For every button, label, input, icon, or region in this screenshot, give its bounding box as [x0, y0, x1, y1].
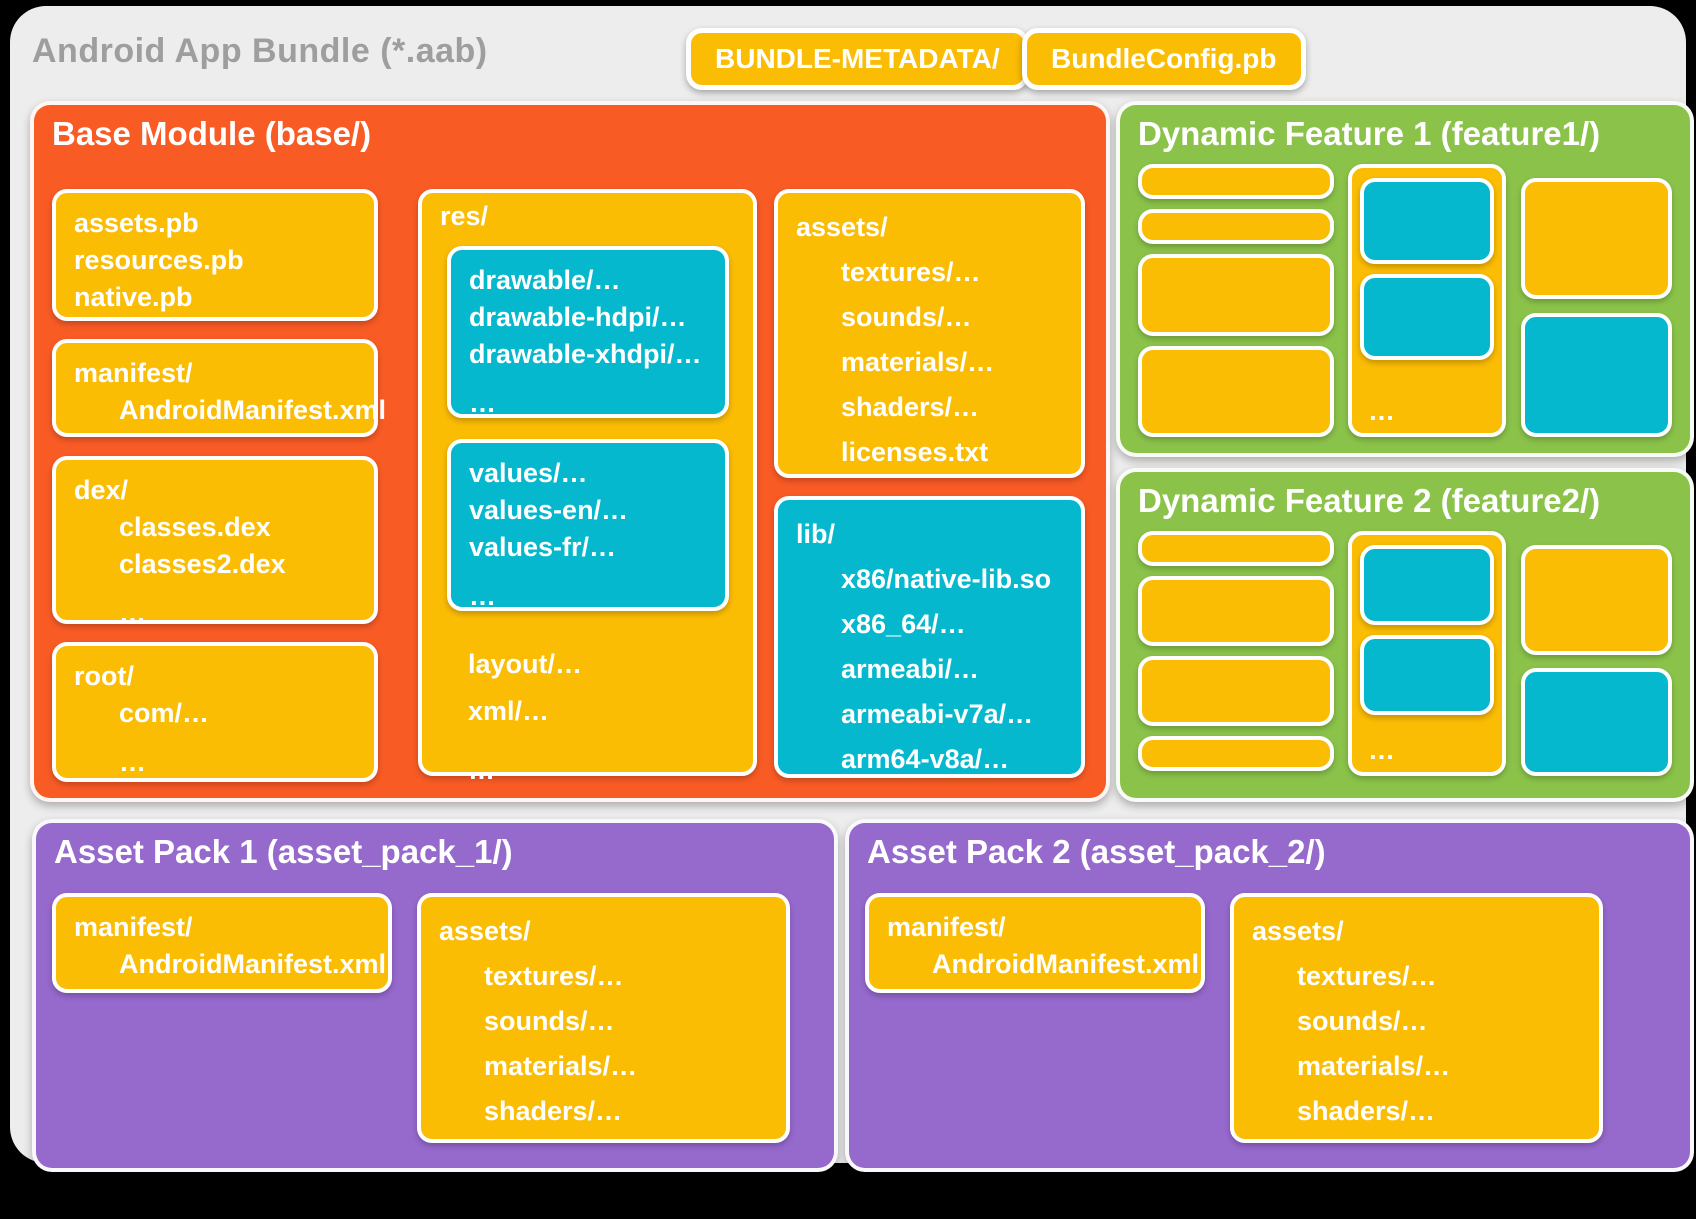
- line: assets.pb: [74, 208, 199, 238]
- line: native.pb: [74, 282, 193, 312]
- line: armeabi-v7a/…: [841, 699, 1034, 729]
- feature-file-box: [1138, 576, 1334, 646]
- base-module: Base Module (base/) assets.pb resources.p…: [30, 101, 1110, 802]
- feature-res-group-box: [1360, 178, 1494, 264]
- line: armeabi/…: [841, 654, 980, 684]
- line: sounds/…: [484, 1006, 615, 1036]
- feature-res-ellipsis: …: [1368, 396, 1395, 426]
- line: manifest/: [887, 912, 1006, 942]
- line: x86_64/…: [841, 609, 966, 639]
- asset-pack-assets-box: assets/textures/… sounds/… materials/… shad…: [417, 893, 790, 1143]
- res-values-group: values/… values-en/… values-fr/… …: [447, 439, 729, 611]
- asset-pack-manifest-box: manifest/AndroidManifest.xml: [865, 893, 1205, 993]
- line: shaders/…: [1297, 1096, 1436, 1126]
- line: AndroidManifest.xml: [119, 949, 387, 979]
- line: …: [469, 388, 496, 418]
- feature-lib-box: [1521, 313, 1672, 437]
- feature-res-group-box: [1360, 545, 1494, 625]
- line: resources.pb: [74, 245, 244, 275]
- line: values/…: [469, 458, 588, 488]
- feature-res-ellipsis: …: [1368, 735, 1395, 765]
- feature-assets-box: [1521, 178, 1672, 299]
- line: AndroidManifest.xml: [932, 949, 1200, 979]
- line: materials/…: [841, 347, 995, 377]
- bundle-config-pill: BundleConfig.pb: [1022, 28, 1306, 90]
- line: manifest/: [74, 912, 193, 942]
- line: textures/…: [841, 257, 981, 287]
- dynamic-feature-2: Dynamic Feature 2 (feature2/) …: [1116, 468, 1694, 802]
- diagram-card: Android App Bundle (*.aab) BUNDLE-METADA…: [10, 6, 1694, 1172]
- line: assets/: [439, 916, 531, 946]
- line: drawable-xhdpi/…: [469, 339, 702, 369]
- feature-file-pill: [1138, 531, 1334, 566]
- res-label: res/: [440, 201, 489, 231]
- line: drawable-hdpi/…: [469, 302, 687, 332]
- line: xml/…: [468, 696, 550, 726]
- asset-pack-manifest-box: manifest/AndroidManifest.xml: [52, 893, 392, 993]
- asset-pack-2: Asset Pack 2 (asset_pack_2/) manifest/An…: [845, 819, 1694, 1172]
- line: dex/: [74, 475, 129, 505]
- line: materials/…: [484, 1051, 638, 1081]
- feature-file-box: [1138, 254, 1334, 336]
- line: classes2.dex: [119, 549, 286, 579]
- line: x86/native-lib.so: [841, 564, 1052, 594]
- base-assets-box: assets/textures/… sounds/… materials/… shad…: [774, 189, 1085, 478]
- line: shaders/…: [484, 1096, 623, 1126]
- base-manifest-box: manifest/AndroidManifest.xml: [52, 339, 387, 437]
- feature-file-box: [1138, 346, 1334, 437]
- dynamic-feature-2-title: Dynamic Feature 2 (feature2/): [1138, 482, 1601, 519]
- feature-file-pill: [1138, 164, 1334, 199]
- dynamic-feature-1: Dynamic Feature 1 (feature1/) …: [1116, 101, 1694, 457]
- line: sounds/…: [1297, 1006, 1428, 1036]
- res-drawable-group: drawable/… drawable-hdpi/… drawable-xhdpi/…: [447, 246, 729, 418]
- line: values-en/…: [469, 495, 629, 525]
- line: …: [119, 747, 146, 777]
- line: …: [469, 581, 496, 611]
- line: layout/…: [468, 649, 583, 679]
- res-tail-list: layout/… xml/… …: [468, 641, 582, 794]
- line: shaders/…: [841, 392, 980, 422]
- base-res-box: res/ drawable/… drawable-hdpi/… drawable-x…: [418, 189, 757, 785]
- line: …: [468, 755, 495, 785]
- base-root-box: root/com/… …: [52, 642, 378, 782]
- feature-file-pill: [1138, 209, 1334, 244]
- feature-res-group-box: [1360, 274, 1494, 360]
- feature-lib-box: [1521, 668, 1672, 776]
- line: lib/: [796, 519, 835, 549]
- base-protobuf-box: assets.pb resources.pb native.pb: [52, 189, 378, 321]
- line: textures/…: [1297, 961, 1437, 991]
- line: licenses.txt: [841, 437, 989, 467]
- page-title: Android App Bundle (*.aab): [32, 32, 488, 70]
- base-lib-box: lib/x86/native-lib.so x86_64/… armeabi/… ar…: [774, 496, 1085, 778]
- line: assets/: [1252, 916, 1344, 946]
- base-dex-box: dex/classes.dex classes2.dex …: [52, 456, 378, 628]
- line: textures/…: [484, 961, 624, 991]
- line: …: [119, 598, 146, 628]
- line: arm64-v8a/…: [841, 744, 1010, 774]
- line: com/…: [119, 698, 210, 728]
- line: drawable/…: [469, 265, 621, 295]
- line: root/: [74, 661, 134, 691]
- line: assets/: [796, 212, 888, 242]
- line: manifest/: [74, 358, 193, 388]
- line: classes.dex: [119, 512, 271, 542]
- asset-pack-assets-box: assets/textures/… sounds/… materials/… shad…: [1230, 893, 1603, 1143]
- feature-res-group-box: [1360, 635, 1494, 715]
- line: sounds/…: [841, 302, 972, 332]
- feature-file-box: [1138, 656, 1334, 726]
- asset-pack-2-title: Asset Pack 2 (asset_pack_2/): [867, 833, 1326, 870]
- line: AndroidManifest.xml: [119, 395, 387, 425]
- line: materials/…: [1297, 1051, 1451, 1081]
- asset-pack-1-title: Asset Pack 1 (asset_pack_1/): [54, 833, 513, 870]
- base-module-title: Base Module (base/): [52, 115, 372, 152]
- bundle-metadata-pill: BUNDLE-METADATA/: [686, 28, 1029, 90]
- feature-assets-box: [1521, 545, 1672, 655]
- feature-res-container: …: [1348, 164, 1506, 437]
- dynamic-feature-1-title: Dynamic Feature 1 (feature1/): [1138, 115, 1601, 152]
- line: values-fr/…: [469, 532, 617, 562]
- asset-pack-1: Asset Pack 1 (asset_pack_1/) manifest/An…: [32, 819, 838, 1172]
- feature-file-pill: [1138, 736, 1334, 771]
- feature-res-container: …: [1348, 531, 1506, 776]
